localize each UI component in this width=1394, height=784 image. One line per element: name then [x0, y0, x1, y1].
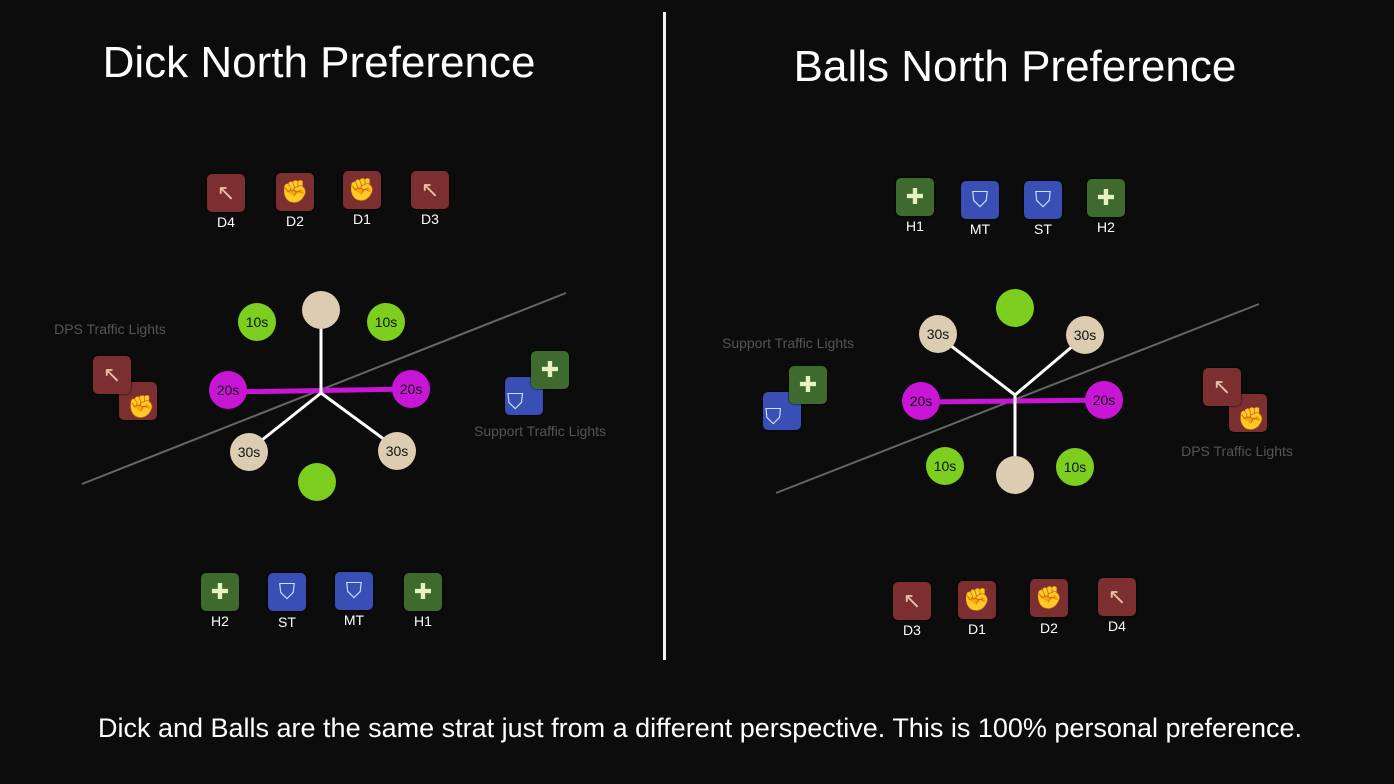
svg-text:20s: 20s — [910, 393, 933, 409]
svg-text:10s: 10s — [246, 314, 269, 330]
dps-ranged-icon: ↖ — [1203, 368, 1241, 406]
svg-text:30s: 30s — [927, 326, 950, 342]
svg-text:20s: 20s — [217, 382, 240, 398]
left-30s-circle: 30s — [378, 432, 416, 470]
right-20s-circle: 20s — [1085, 381, 1123, 419]
role-label: H2 — [211, 613, 229, 629]
right-10s-circle: 10s — [1056, 448, 1094, 486]
tank-shield-icon: ⛉ — [961, 181, 999, 219]
svg-text:10s: 10s — [1064, 459, 1087, 475]
left-10s-circle: 10s — [367, 303, 405, 341]
right-branch-line — [1014, 343, 1075, 397]
healer-icon: ✚ — [531, 351, 569, 389]
healer-icon: ✚ — [896, 178, 934, 216]
left-bottom-green-circle — [298, 463, 336, 501]
role-label: H1 — [414, 613, 432, 629]
left-10s-circle: 10s — [238, 303, 276, 341]
left-branch-line — [261, 391, 322, 442]
dps-traffic-label: DPS Traffic Lights — [1181, 443, 1293, 459]
footer-caption: Dick and Balls are the same strat just f… — [97, 713, 1303, 743]
healer-icon: ✚ — [201, 573, 239, 611]
right-30s-circle: 30s — [1066, 316, 1104, 354]
svg-text:30s: 30s — [386, 443, 409, 459]
right-20s-circle: 20s — [902, 382, 940, 420]
left-title: Dick North Preference — [102, 38, 536, 87]
tank-shield-icon: ⛉ — [268, 573, 306, 611]
dps-melee-icon: ✊ — [958, 581, 996, 619]
svg-text:20s: 20s — [400, 381, 423, 397]
role-label: ST — [278, 614, 296, 630]
role-label: MT — [969, 221, 991, 237]
svg-text:30s: 30s — [1074, 327, 1097, 343]
svg-text:10s: 10s — [934, 458, 957, 474]
dps-ranged-icon: ↖ — [93, 356, 131, 394]
left-20s-circle: 20s — [209, 371, 247, 409]
support-traffic-label: Support Traffic Lights — [721, 335, 855, 351]
role-label: D3 — [421, 211, 439, 227]
role-label: D4 — [1108, 618, 1126, 634]
divider — [663, 12, 666, 660]
tank-shield-icon: ⛉ — [1024, 181, 1062, 219]
support-traffic-label: Support Traffic Lights — [473, 423, 607, 439]
role-label: H1 — [906, 218, 924, 234]
dps-ranged-icon: ↖ — [411, 171, 449, 209]
left-branch-line — [320, 391, 386, 442]
right-10s-circle: 10s — [926, 447, 964, 485]
role-label: D1 — [968, 621, 986, 637]
right-30s-circle: 30s — [919, 315, 957, 353]
dps-ranged-icon: ↖ — [207, 174, 245, 212]
right-title: Balls North Preference — [793, 42, 1237, 91]
right-branch-line — [949, 343, 1016, 397]
healer-icon: ✚ — [404, 573, 442, 611]
role-label: D2 — [1040, 620, 1058, 636]
role-label: D2 — [286, 213, 304, 229]
healer-icon: ✚ — [789, 366, 827, 404]
role-label: H2 — [1097, 219, 1115, 235]
right-top-green-circle — [996, 289, 1034, 327]
dps-ranged-icon: ↖ — [1098, 578, 1136, 616]
tank-shield-icon: ⛉ — [335, 572, 373, 610]
svg-text:10s: 10s — [375, 314, 398, 330]
role-label: MT — [343, 612, 365, 628]
dps-melee-icon: ✊ — [343, 171, 381, 209]
svg-text:20s: 20s — [1093, 392, 1116, 408]
role-label: D4 — [217, 214, 235, 230]
dps-traffic-label: DPS Traffic Lights — [54, 321, 166, 337]
role-label: D3 — [903, 622, 921, 638]
dps-melee-icon: ✊ — [276, 173, 314, 211]
right-bottom-beige-circle — [996, 456, 1034, 494]
left-30s-circle: 30s — [230, 433, 268, 471]
svg-text:30s: 30s — [238, 444, 261, 460]
role-label: ST — [1034, 221, 1052, 237]
right-magenta-line — [920, 397, 1105, 405]
left-20s-circle: 20s — [392, 370, 430, 408]
dps-melee-icon: ✊ — [1030, 579, 1068, 617]
left-top-beige-circle — [302, 291, 340, 329]
role-label: D1 — [353, 211, 371, 227]
healer-icon: ✚ — [1087, 179, 1125, 217]
dps-ranged-icon: ↖ — [893, 582, 931, 620]
